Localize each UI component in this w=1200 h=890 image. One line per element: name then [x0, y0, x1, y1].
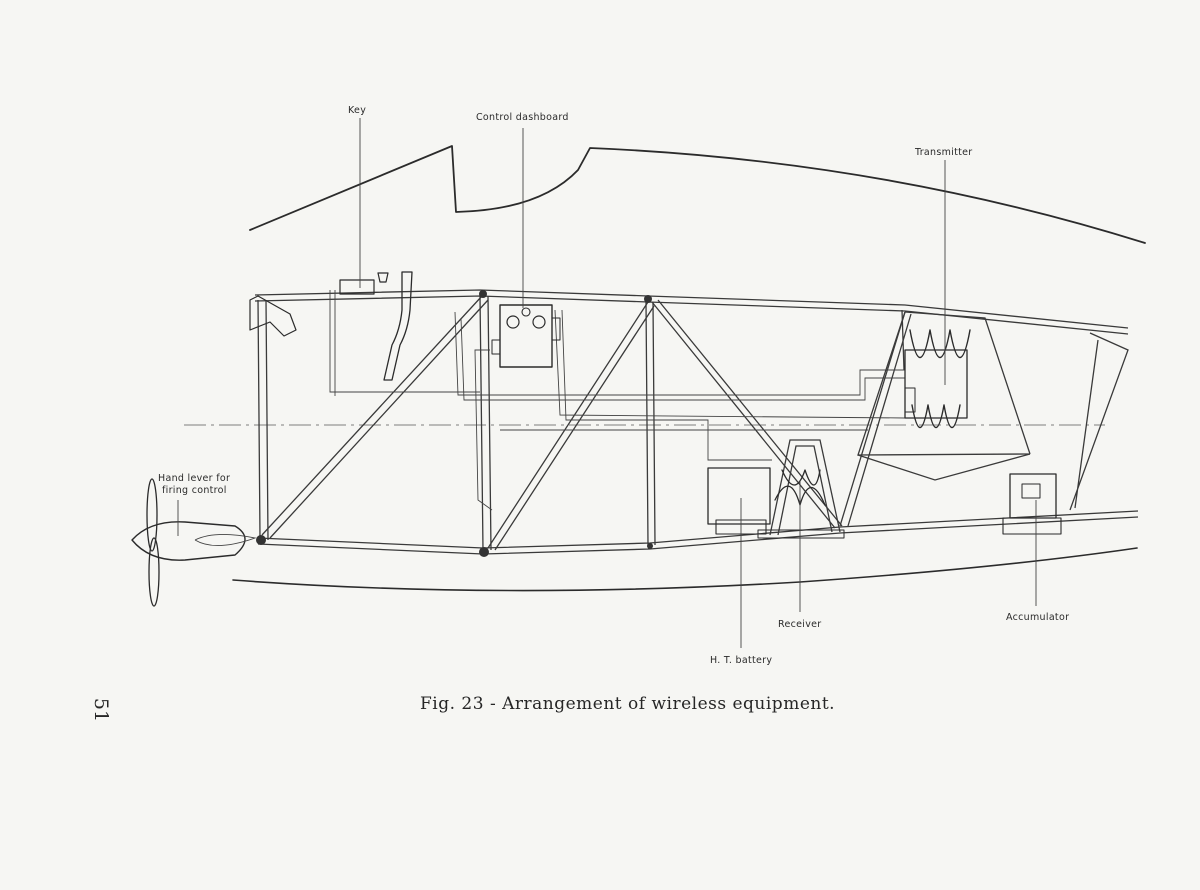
strut-1 [479, 295, 492, 551]
diagonal-3 [651, 299, 843, 529]
label-hand-lever-2: firing control [162, 485, 227, 496]
label-key: Key [348, 105, 366, 116]
control-dashboard-box [491, 304, 561, 368]
figure-caption: Fig. 23 - Arrangement of wireless equipm… [420, 694, 836, 714]
fuselage-lower-outline [232, 547, 1138, 592]
label-hand-lever-1: Hand lever for [158, 473, 230, 484]
diagonal-2 [487, 301, 655, 551]
page-number: 51 [90, 697, 112, 723]
key-instrument [339, 271, 413, 381]
strut-front [257, 299, 269, 541]
transmitter-frame [857, 311, 1031, 481]
top-longeron [254, 289, 1129, 329]
fuselage-upper-outline [249, 145, 1146, 244]
accumulator-box [1002, 473, 1062, 535]
diagonal-4 [839, 311, 912, 527]
diagonal-1 [261, 295, 489, 539]
propeller-icon [131, 478, 257, 607]
front-fitting [249, 295, 297, 337]
label-transmitter: Transmitter [914, 147, 973, 158]
key-cable [329, 290, 480, 396]
label-accumulator: Accumulator [1006, 612, 1069, 623]
label-control-dashboard: Control dashboard [476, 112, 569, 123]
ht-battery [707, 467, 771, 535]
label-receiver: Receiver [778, 619, 822, 630]
bottom-longeron [257, 510, 1139, 549]
tail-frame [1069, 332, 1129, 511]
label-ht-battery: H. T. battery [710, 655, 772, 666]
strut-2 [645, 301, 656, 546]
